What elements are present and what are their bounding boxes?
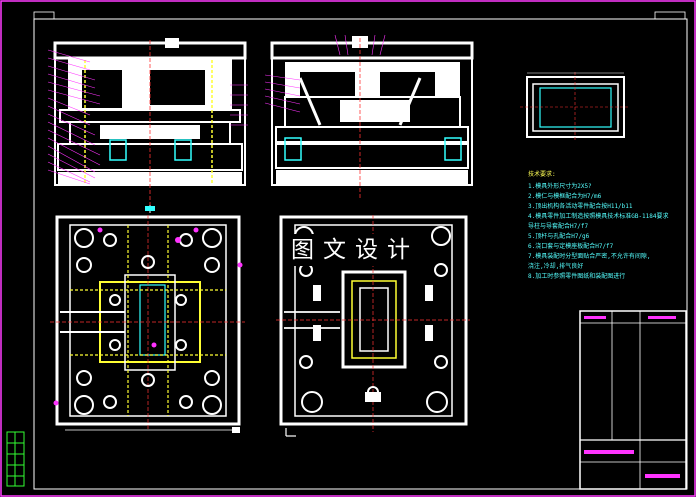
top-right-marker [654,11,686,20]
sheet-inner-border [33,18,688,490]
tech-note: 5.顶杆与孔配合H7/g6 [528,233,590,240]
tech-note: 3.顶出机构各活动零件配合按H11/b11 [528,203,633,210]
technical-requirements: 技术要求: 1.模具外形尺寸为2X5? 2.模仁与模框配合为H7/m6 3.顶出… [528,170,678,282]
revision-table [6,431,25,487]
tech-note: 2.模仁与模框配合为H7/m6 [528,193,602,200]
section-view-left [53,38,247,213]
section-view-right [270,36,474,198]
part-balloons-left [47,49,248,185]
tech-note: 6.浇口套与定模座板配合H7/f7 [528,243,614,250]
tech-note: 1.模具外形尺寸为2X5? [528,183,592,190]
tech-notes-heading: 技术要求: [528,171,556,178]
tech-note: 4.模具零件加工制造按照模具技术标准GB-1184要求 [528,213,669,220]
plan-view-moving-half [50,215,245,433]
watermark-text: 图文设计 [283,234,427,266]
plan-view-fixed-half [276,215,470,437]
tech-note: 导柱与导套配合H7/f7 [528,223,589,230]
tech-note: 浇注,冷却,排气良好 [528,263,584,270]
part-detail-view [520,72,630,142]
tech-note: 7.模具装配时分型面贴合严密,不允许有间隙, [528,253,651,260]
part-balloons-right [264,34,386,113]
title-block [579,310,687,490]
tech-note: 8.加工时参照零件图纸和装配图进行 [528,273,626,280]
top-left-marker [33,11,55,20]
